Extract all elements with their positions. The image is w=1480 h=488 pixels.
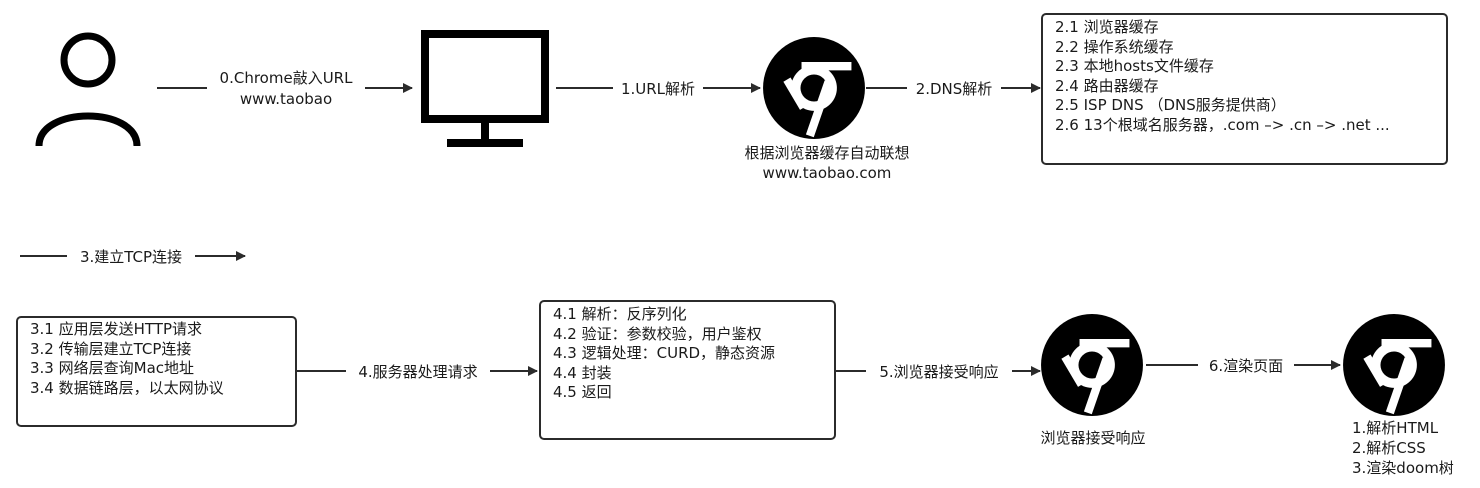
dns-step: 2.1 浏览器缓存 xyxy=(1055,18,1159,36)
dns-step: 2.4 路由器缓存 xyxy=(1055,76,1159,95)
svg-text:2.DNS解析: 2.DNS解析 xyxy=(916,80,993,98)
tcp-step: 3.4 数据链路层，以太网协议 xyxy=(30,378,224,397)
tcp-step: 3.2 传输层建立TCP连接 xyxy=(30,339,192,358)
tcp-connection-box: 3.1 应用层发送HTTP请求 3.2 传输层建立TCP连接 3.3 网络层查询… xyxy=(16,316,297,427)
chrome-icon xyxy=(1041,314,1143,416)
chrome-receive-caption: 浏览器接受响应 xyxy=(1040,429,1146,447)
server-step: 4.2 验证：参数校验，用户鉴权 xyxy=(553,324,762,343)
edge-label-render: 6.渲染页面 xyxy=(1198,355,1294,375)
server-step: 4.5 返回 xyxy=(553,383,612,401)
caption-line: 1.解析HTML xyxy=(1352,419,1439,437)
chrome-icon xyxy=(1343,314,1445,416)
edge-label-line: www.taobao xyxy=(240,90,332,108)
edge-label-tcp-connect: 3.建立TCP连接 xyxy=(67,246,195,266)
edge-label-browser-receive: 5.浏览器接受响应 xyxy=(866,362,1012,382)
edge-label-url-parse: 1.URL解析 xyxy=(613,79,703,99)
svg-text:4.服务器处理请求: 4.服务器处理请求 xyxy=(358,363,477,381)
edge-label-type-url: 0.Chrome敲入URL www.taobao xyxy=(207,69,365,109)
chrome-icon xyxy=(763,37,865,139)
dns-step: 2.2 操作系统缓存 xyxy=(1055,37,1174,56)
dns-step: 2.5 ISP DNS （DNS服务提供商） xyxy=(1055,96,1286,114)
svg-text:1.URL解析: 1.URL解析 xyxy=(621,80,695,98)
tcp-step: 3.1 应用层发送HTTP请求 xyxy=(30,320,203,338)
dns-step: 2.6 13个根域名服务器，.com –> .cn –> .net ... xyxy=(1055,115,1390,134)
server-step: 4.1 解析：反序列化 xyxy=(553,305,687,323)
edge-label-line: 0.Chrome敲入URL xyxy=(220,69,354,87)
user-icon xyxy=(35,32,141,147)
svg-text:3.建立TCP连接: 3.建立TCP连接 xyxy=(80,248,182,266)
caption-line: www.taobao.com xyxy=(762,164,892,182)
caption-line: 3.渲染doom树 xyxy=(1352,459,1454,477)
svg-text:6.渲染页面: 6.渲染页面 xyxy=(1209,357,1283,375)
chrome-render-caption: 1.解析HTML 2.解析CSS 3.渲染doom树 xyxy=(1352,418,1472,478)
server-processing-box: 4.1 解析：反序列化 4.2 验证：参数校验，用户鉴权 4.3 逻辑处理：CU… xyxy=(539,300,836,440)
svg-text:5.浏览器接受响应: 5.浏览器接受响应 xyxy=(879,363,998,381)
tcp-step: 3.3 网络层查询Mac地址 xyxy=(30,359,195,377)
server-step: 4.4 封装 xyxy=(553,363,612,382)
edge-label-dns-parse: 2.DNS解析 xyxy=(907,79,1001,99)
edge-label-server-process: 4.服务器处理请求 xyxy=(346,362,490,382)
monitor-icon xyxy=(421,30,549,147)
dns-resolution-box: 2.1 浏览器缓存 2.2 操作系统缓存 2.3 本地hosts文件缓存 2.4… xyxy=(1041,13,1448,165)
caption-line: 2.解析CSS xyxy=(1352,439,1426,457)
dns-step: 2.3 本地hosts文件缓存 xyxy=(1055,57,1214,75)
server-step: 4.3 逻辑处理：CURD，静态资源 xyxy=(553,344,776,362)
chrome-autocomplete-caption: 根据浏览器缓存自动联想 www.taobao.com xyxy=(712,143,942,183)
caption-line: 根据浏览器缓存自动联想 xyxy=(744,144,910,162)
